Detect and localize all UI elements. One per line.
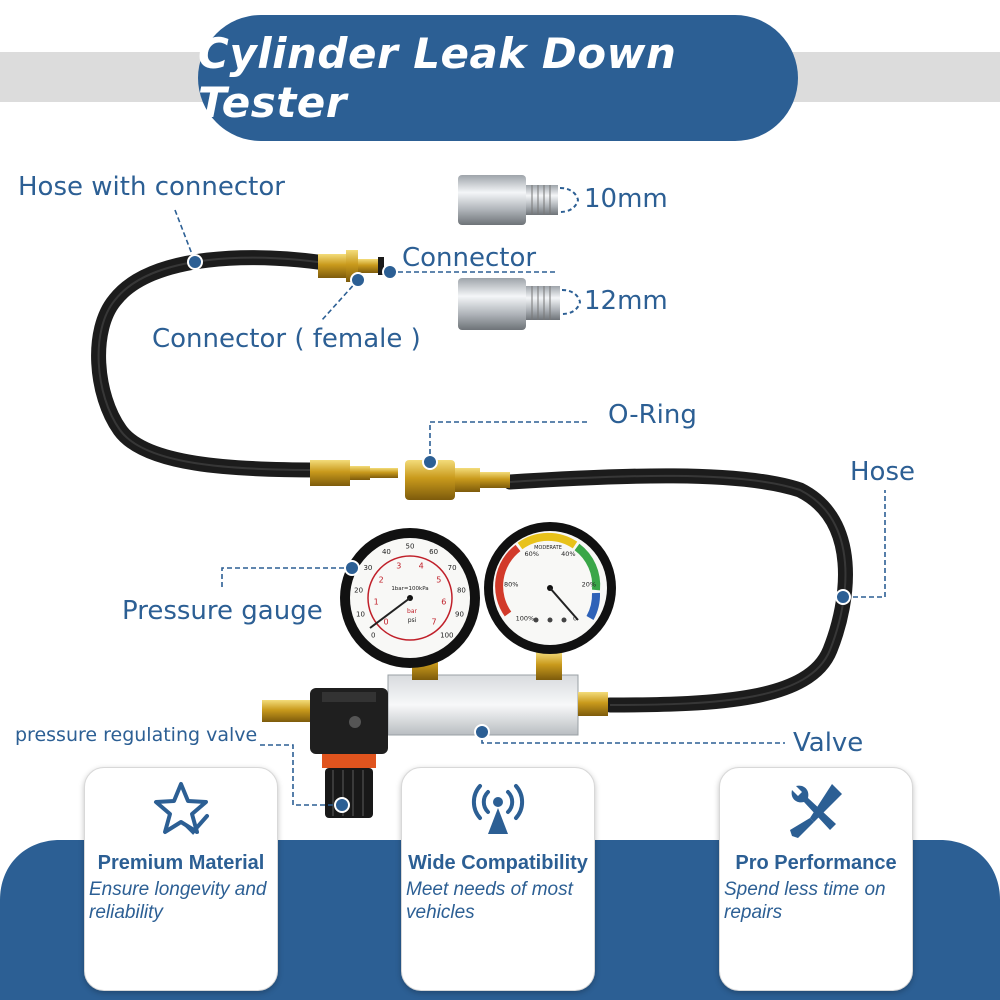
feature-description: Spend less time on repairs	[724, 879, 886, 923]
title-banner: Cylinder Leak Down Tester	[198, 15, 798, 141]
label-pressure-regulating-valve: pressure regulating valve	[15, 724, 258, 746]
gauge-bar-tick-0: 0	[383, 618, 388, 627]
leakage-gauge-right	[484, 522, 616, 654]
gauge-psi-tick-8: 80	[457, 586, 466, 594]
gauge-zone-label: MODERATE	[534, 545, 562, 551]
gauge-psi-tick-0: 0	[371, 631, 375, 639]
gauge-leak-tick-0: 100%	[516, 614, 535, 622]
label-pressure-gauge: Pressure gauge	[122, 596, 323, 626]
gauge-leak-tick-2: 60%	[524, 550, 538, 558]
gauge-psi-tick-1: 10	[356, 611, 365, 619]
feature-card-premium-material: Premium Material Ensure longevity and re…	[84, 767, 278, 991]
feature-title: Pro Performance	[735, 852, 897, 874]
gauge-psi-tick-5: 50	[406, 543, 415, 551]
feature-description: Ensure longevity and reliability	[89, 879, 267, 923]
gauge-leak-tick-4: 20%	[582, 580, 596, 588]
adapter-10mm	[458, 175, 558, 225]
star-check-icon	[85, 778, 277, 848]
gauge-bar-tick-4: 4	[419, 561, 424, 570]
gauge-bar-tick-5: 5	[436, 575, 441, 584]
pressure-regulating-valve	[262, 688, 388, 818]
gauge-psi-tick-3: 30	[363, 564, 372, 572]
gauge-unit-psi: psi	[408, 617, 417, 624]
label-12mm: 12mm	[584, 286, 668, 316]
gauge-psi-tick-7: 70	[448, 564, 457, 572]
feature-description: Meet needs of most vehicles	[406, 879, 573, 923]
wireless-signal-icon	[402, 778, 594, 848]
gauge-bar-tick-3: 3	[396, 561, 401, 570]
gauge-psi-tick-9: 90	[455, 611, 464, 619]
gauge-note: 1bar=100kPa	[391, 586, 428, 592]
page-title: Cylinder Leak Down Tester	[198, 29, 677, 127]
pressure-gauge-left	[340, 528, 480, 668]
gauge-psi-tick-6: 60	[429, 548, 438, 556]
feature-card-pro-performance: Pro Performance Spend less time on repai…	[719, 767, 913, 991]
label-10mm: 10mm	[584, 184, 668, 214]
feature-card-wide-compatibility: Wide Compatibility Meet needs of most ve…	[401, 767, 595, 991]
gauge-leak-tick-1: 80%	[504, 580, 518, 588]
hose-with-connector	[91, 250, 353, 478]
gauge-leak-tick-5: 0	[573, 614, 577, 622]
quick-coupler-female	[405, 460, 510, 500]
gauge-psi-tick-4: 40	[382, 548, 391, 556]
label-hose: Hose	[850, 457, 915, 487]
feature-title: Premium Material	[97, 852, 265, 874]
gauge-bar-tick-6: 6	[441, 597, 446, 606]
gauge-bar-tick-2: 2	[379, 575, 384, 584]
gauge-leak-tick-3: 40%	[561, 550, 575, 558]
adapter-12mm	[458, 278, 560, 330]
gauge-psi-tick-2: 20	[354, 586, 363, 594]
label-hose-with-connector: Hose with connector	[18, 172, 285, 202]
label-connector-female: Connector ( female )	[152, 324, 421, 354]
label-o-ring: O-Ring	[608, 400, 697, 430]
gauge-unit-bar: bar	[407, 608, 417, 615]
wrench-screwdriver-icon	[720, 778, 912, 848]
gauge-psi-tick-10: 100	[440, 631, 453, 639]
label-valve: Valve	[793, 728, 864, 758]
label-connector: Connector	[402, 243, 537, 273]
gauge-bar-tick-1: 1	[374, 597, 379, 606]
gauge-bar-tick-7: 7	[431, 618, 436, 627]
quick-coupler-male	[310, 460, 398, 486]
feature-title: Wide Compatibility	[408, 852, 588, 874]
